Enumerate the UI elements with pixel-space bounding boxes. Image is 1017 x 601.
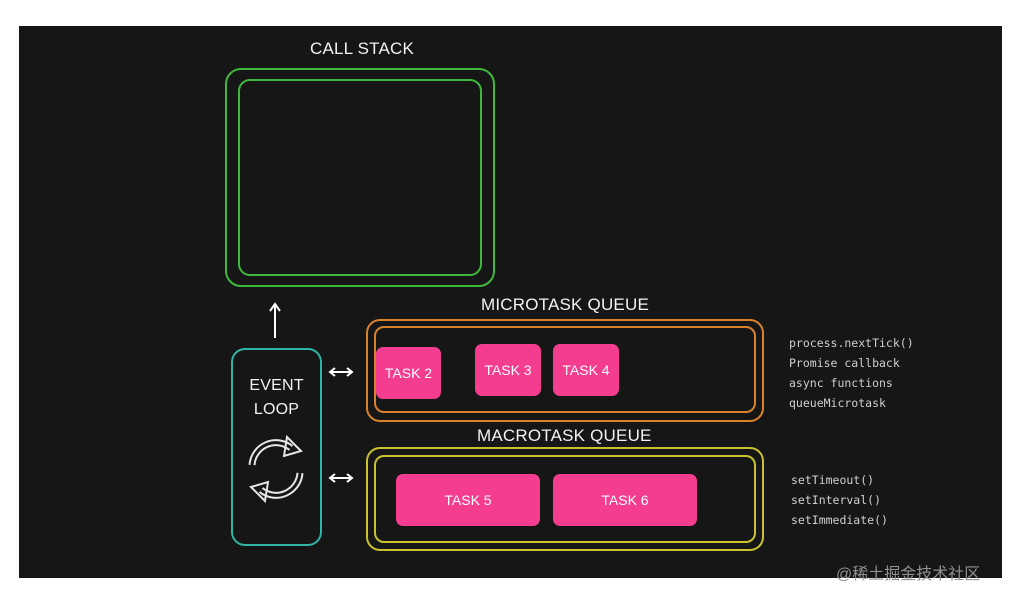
task-6: TASK 6: [553, 474, 697, 526]
double-arrow-micro-icon: [328, 367, 354, 377]
api-setimmediate: setImmediate(): [791, 513, 888, 527]
api-setinterval: setInterval(): [791, 493, 882, 507]
macrotask-api-list: setTimeout() setInterval() setImmediate(…: [791, 470, 888, 530]
task-3: TASK 3: [475, 344, 541, 396]
api-promise-callback: Promise callback: [789, 356, 900, 370]
macrotask-queue-title: MACROTASK QUEUE: [477, 426, 652, 445]
task-5: TASK 5: [396, 474, 540, 526]
macrotask-queue-outer-box: [366, 447, 764, 551]
diagram-canvas: CALL STACK EVENT LOOP MICROTASK QUEUE TA…: [19, 26, 1002, 578]
call-stack-inner-box: [238, 79, 482, 276]
task-2: TASK 2: [376, 347, 441, 399]
api-settimeout: setTimeout(): [791, 473, 875, 487]
refresh-cycle-icon: [248, 434, 304, 504]
event-loop-label-line1: EVENT: [249, 377, 304, 394]
event-loop-box: [231, 348, 322, 546]
microtask-api-list: process.nextTick() Promise callback asyn…: [789, 333, 914, 413]
double-arrow-macro-icon: [328, 473, 354, 483]
macrotask-queue-inner-box: [374, 455, 756, 543]
call-stack-outer-box: [225, 68, 495, 287]
api-queue-microtask: queueMicrotask: [789, 396, 886, 410]
api-async-functions: async functions: [789, 376, 893, 390]
microtask-queue-inner-box: [374, 326, 756, 413]
watermark: @稀土掘金技术社区: [836, 566, 981, 583]
event-loop-label-line2: LOOP: [253, 401, 300, 418]
microtask-queue-outer-box: [366, 319, 764, 422]
task-4: TASK 4: [553, 344, 619, 396]
up-arrow-icon: [269, 302, 281, 338]
microtask-queue-title: MICROTASK QUEUE: [481, 295, 649, 314]
call-stack-title: CALL STACK: [310, 39, 415, 58]
api-process-nexttick: process.nextTick(): [789, 336, 914, 350]
